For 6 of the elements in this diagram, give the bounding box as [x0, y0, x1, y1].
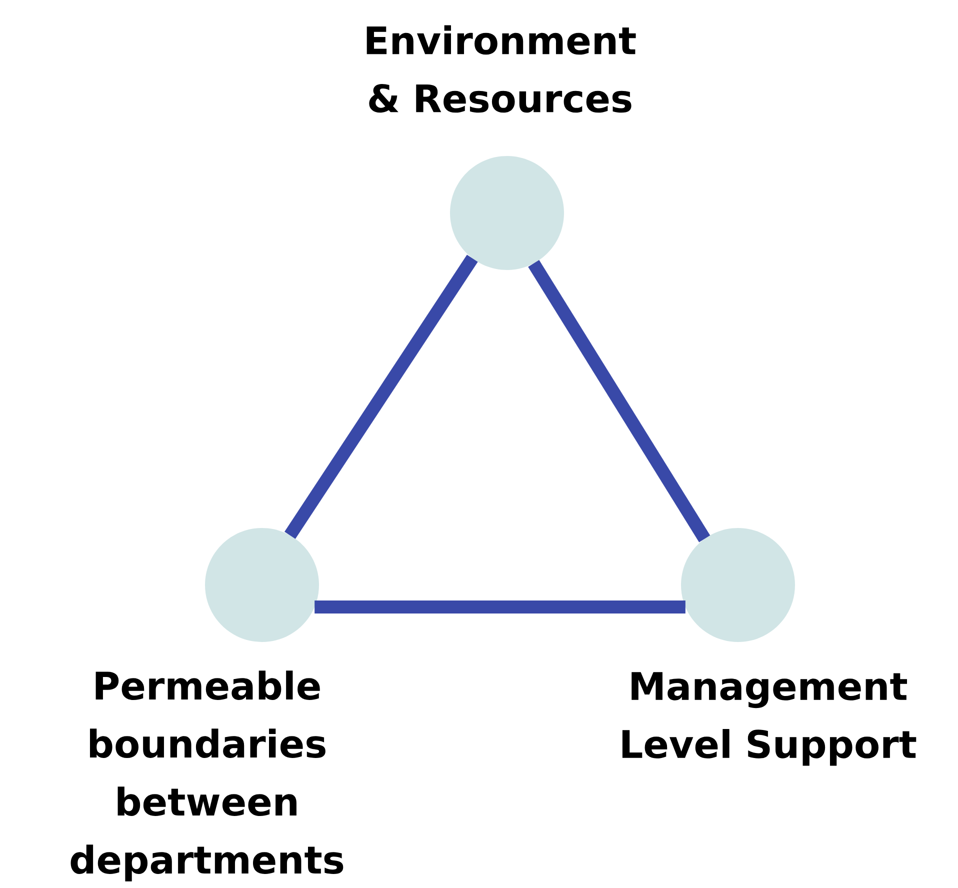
node-label: Environment & Resources [366, 25, 636, 113]
connector-line [528, 260, 710, 542]
connector-line [284, 254, 478, 539]
node-label: Management Level Support [622, 672, 916, 766]
node-label: Permeable boundaries between departments [70, 670, 344, 882]
connector-line [314, 600, 686, 614]
